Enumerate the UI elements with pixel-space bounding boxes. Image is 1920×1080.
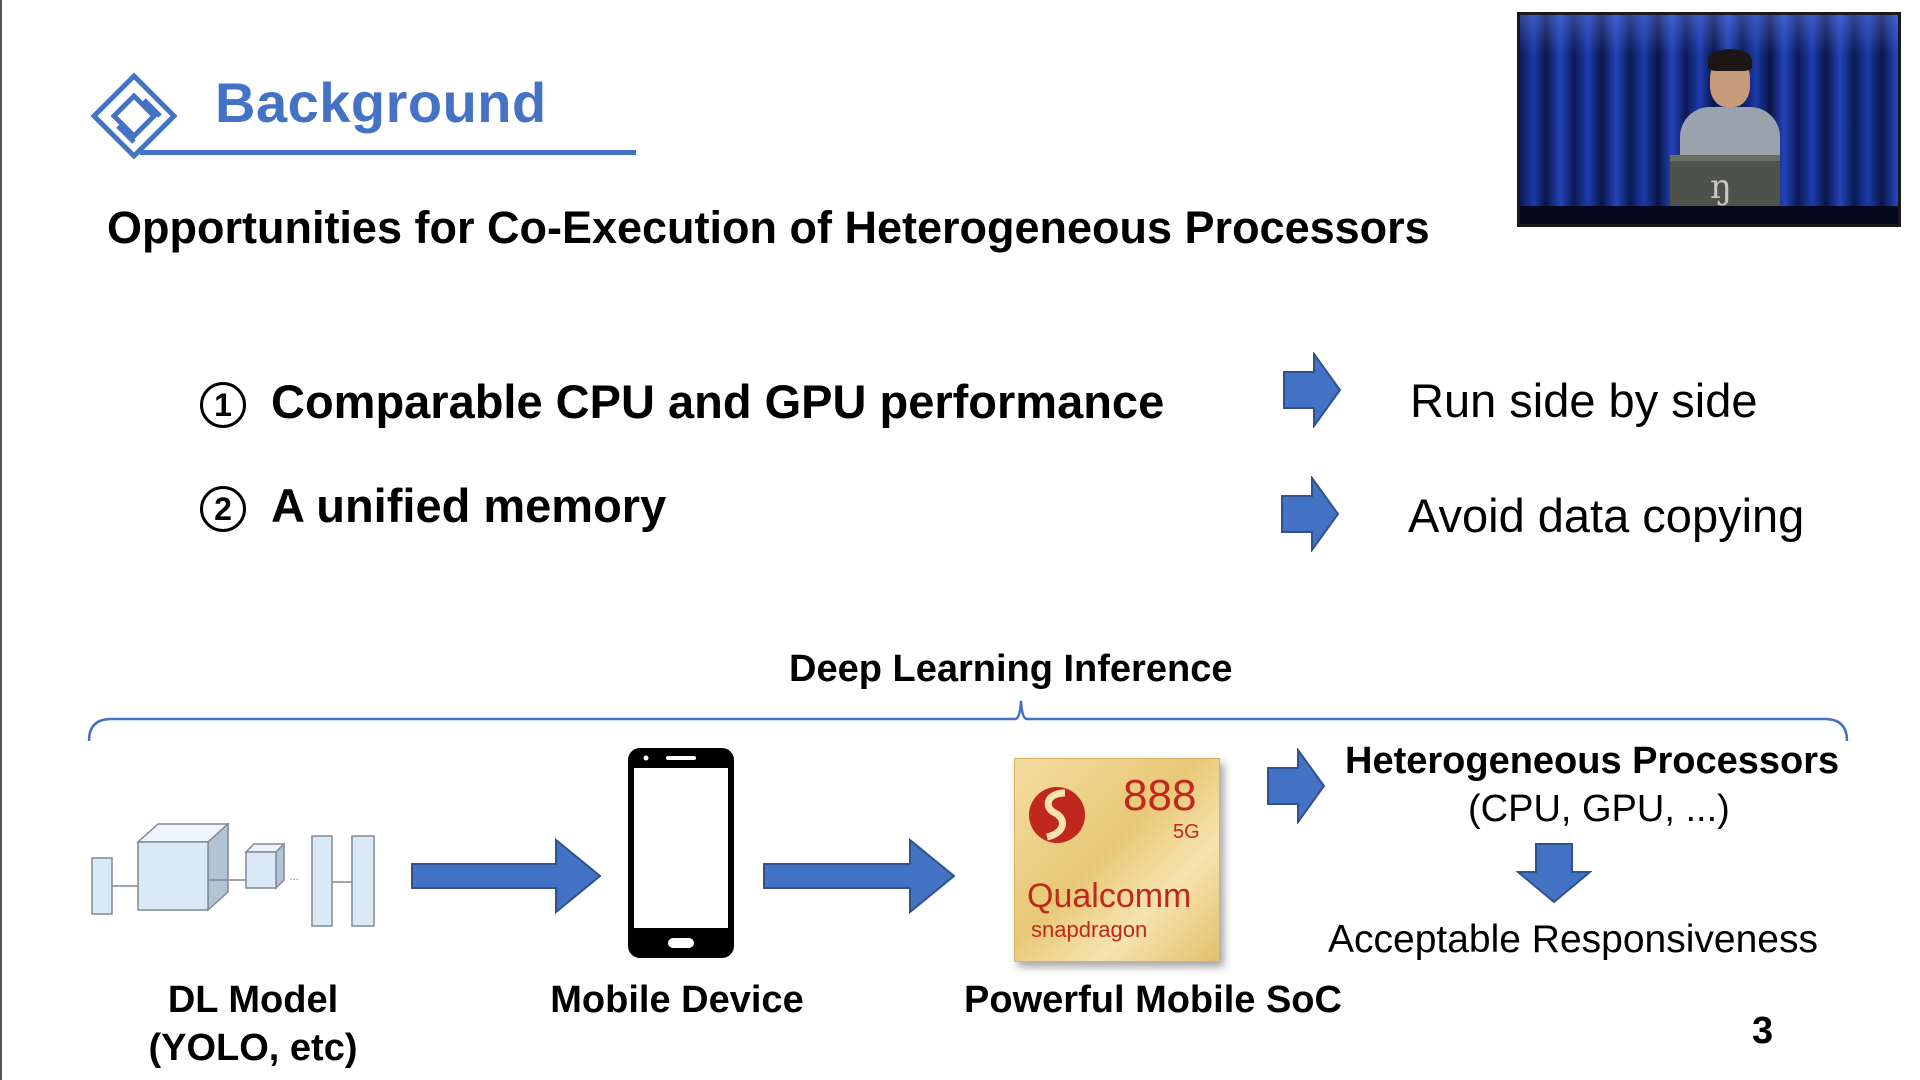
hetero-processors-title: Heterogeneous Processors xyxy=(1345,740,1839,783)
chip-brand: Qualcomm xyxy=(1027,877,1191,916)
bracket-label: Deep Learning Inference xyxy=(789,648,1232,691)
slide-subtitle: Opportunities for Co-Execution of Hetero… xyxy=(107,202,1430,254)
slide-edge-line xyxy=(0,0,2,1080)
chip-model: 888 xyxy=(1123,771,1196,821)
right-arrow-icon xyxy=(1282,352,1342,428)
device-caption: Mobile Device xyxy=(532,976,822,1024)
point-number-1: 1 xyxy=(200,382,246,428)
model-caption: DL Model (YOLO, etc) xyxy=(113,976,393,1072)
point-text-1: Comparable CPU and GPU performance xyxy=(271,374,1164,429)
point-result-1: Run side by side xyxy=(1410,373,1757,428)
right-arrow-icon xyxy=(410,838,602,914)
svg-text:…: … xyxy=(289,872,299,883)
section-title: Background xyxy=(215,70,547,135)
soc-caption: Powerful Mobile SoC xyxy=(948,976,1358,1024)
curly-bracket xyxy=(85,695,1850,745)
snapdragon-logo-icon xyxy=(1025,779,1089,849)
right-arrow-icon xyxy=(762,838,956,914)
right-arrow-icon xyxy=(1266,748,1326,824)
title-underline xyxy=(140,150,636,155)
chip-variant: 5G xyxy=(1173,821,1200,844)
chip-product: snapdragon xyxy=(1031,917,1147,943)
model-caption-line2: (YOLO, etc) xyxy=(113,1024,393,1072)
point-result-2: Avoid data copying xyxy=(1408,488,1804,543)
point-number-2: 2 xyxy=(200,486,246,532)
smartphone-icon xyxy=(626,746,736,960)
outcome-text: Acceptable Responsiveness xyxy=(1328,918,1818,962)
speaker-video-inset: ŋ xyxy=(1517,12,1901,227)
point-text-2: A unified memory xyxy=(271,478,666,533)
down-arrow-icon xyxy=(1516,842,1592,904)
dl-model-icon: … xyxy=(88,820,378,930)
hetero-processors-sub: (CPU, GPU, ...) xyxy=(1468,788,1730,831)
right-arrow-icon xyxy=(1280,476,1340,552)
soc-chip: 888 5G Qualcomm snapdragon xyxy=(1014,758,1220,962)
page-number: 3 xyxy=(1752,1010,1773,1053)
model-caption-line1: DL Model xyxy=(113,976,393,1024)
